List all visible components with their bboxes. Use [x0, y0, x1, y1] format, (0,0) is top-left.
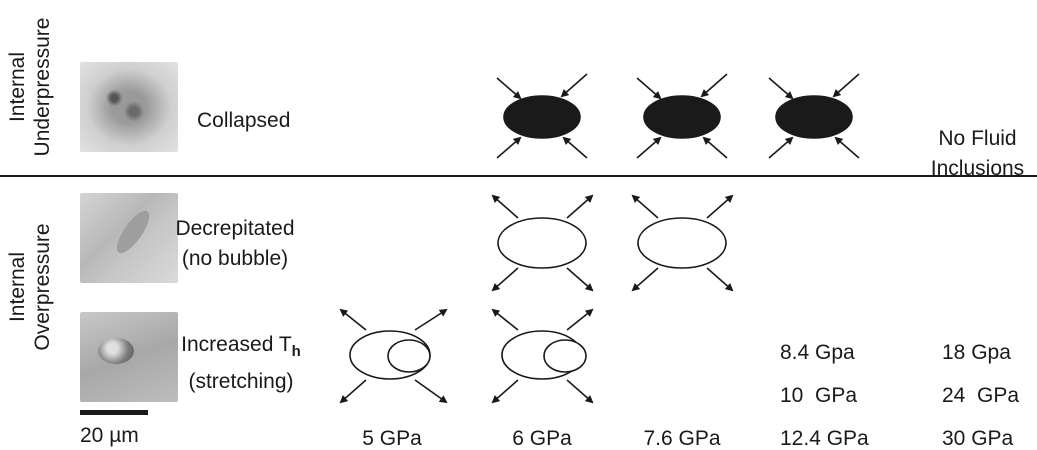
stretched-inclusion-5gpa	[339, 308, 448, 404]
increased-th-label: Increased Th (stretching)	[181, 333, 301, 394]
collapsed-micrograph	[80, 62, 178, 152]
collapsed-inclusion-7.6gpa	[636, 73, 728, 159]
collapsed-inclusion-8.4gpa	[768, 73, 860, 159]
pressure-col4-c: 12.4 GPa	[780, 427, 869, 450]
row-divider	[0, 175, 1037, 177]
pressure-col3: 7.6 GPa	[643, 427, 721, 450]
collapsed-inclusion-6gpa	[496, 73, 588, 159]
decrepitated-inclusion-6gpa	[491, 194, 594, 292]
stretched-inclusion-6gpa	[491, 308, 594, 404]
pressure-col2: 6 GPa	[512, 427, 572, 450]
decrepitated-label: Decrepitated (no bubble)	[175, 217, 295, 270]
scale-bar	[80, 410, 148, 415]
pressure-col5-b: 24 GPa	[942, 384, 1020, 407]
decrepitated-micrograph	[80, 193, 178, 283]
scale-bar-label: 20 µm	[80, 424, 139, 447]
no-fluid-inclusions-label: No Fluid Inclusions	[930, 127, 1025, 180]
collapsed-label: Collapsed	[197, 109, 291, 132]
decrepitated-inclusion-7.6gpa	[631, 194, 734, 292]
pressure-col5-c: 30 GPa	[942, 427, 1014, 450]
pressure-col1: 5 GPa	[362, 427, 422, 450]
pressure-col5-a: 18 Gpa	[942, 341, 1011, 364]
pressure-col4-b: 10 GPa	[780, 384, 858, 407]
stretched-micrograph	[80, 312, 178, 402]
pressure-col4-a: 8.4 Gpa	[780, 341, 855, 364]
